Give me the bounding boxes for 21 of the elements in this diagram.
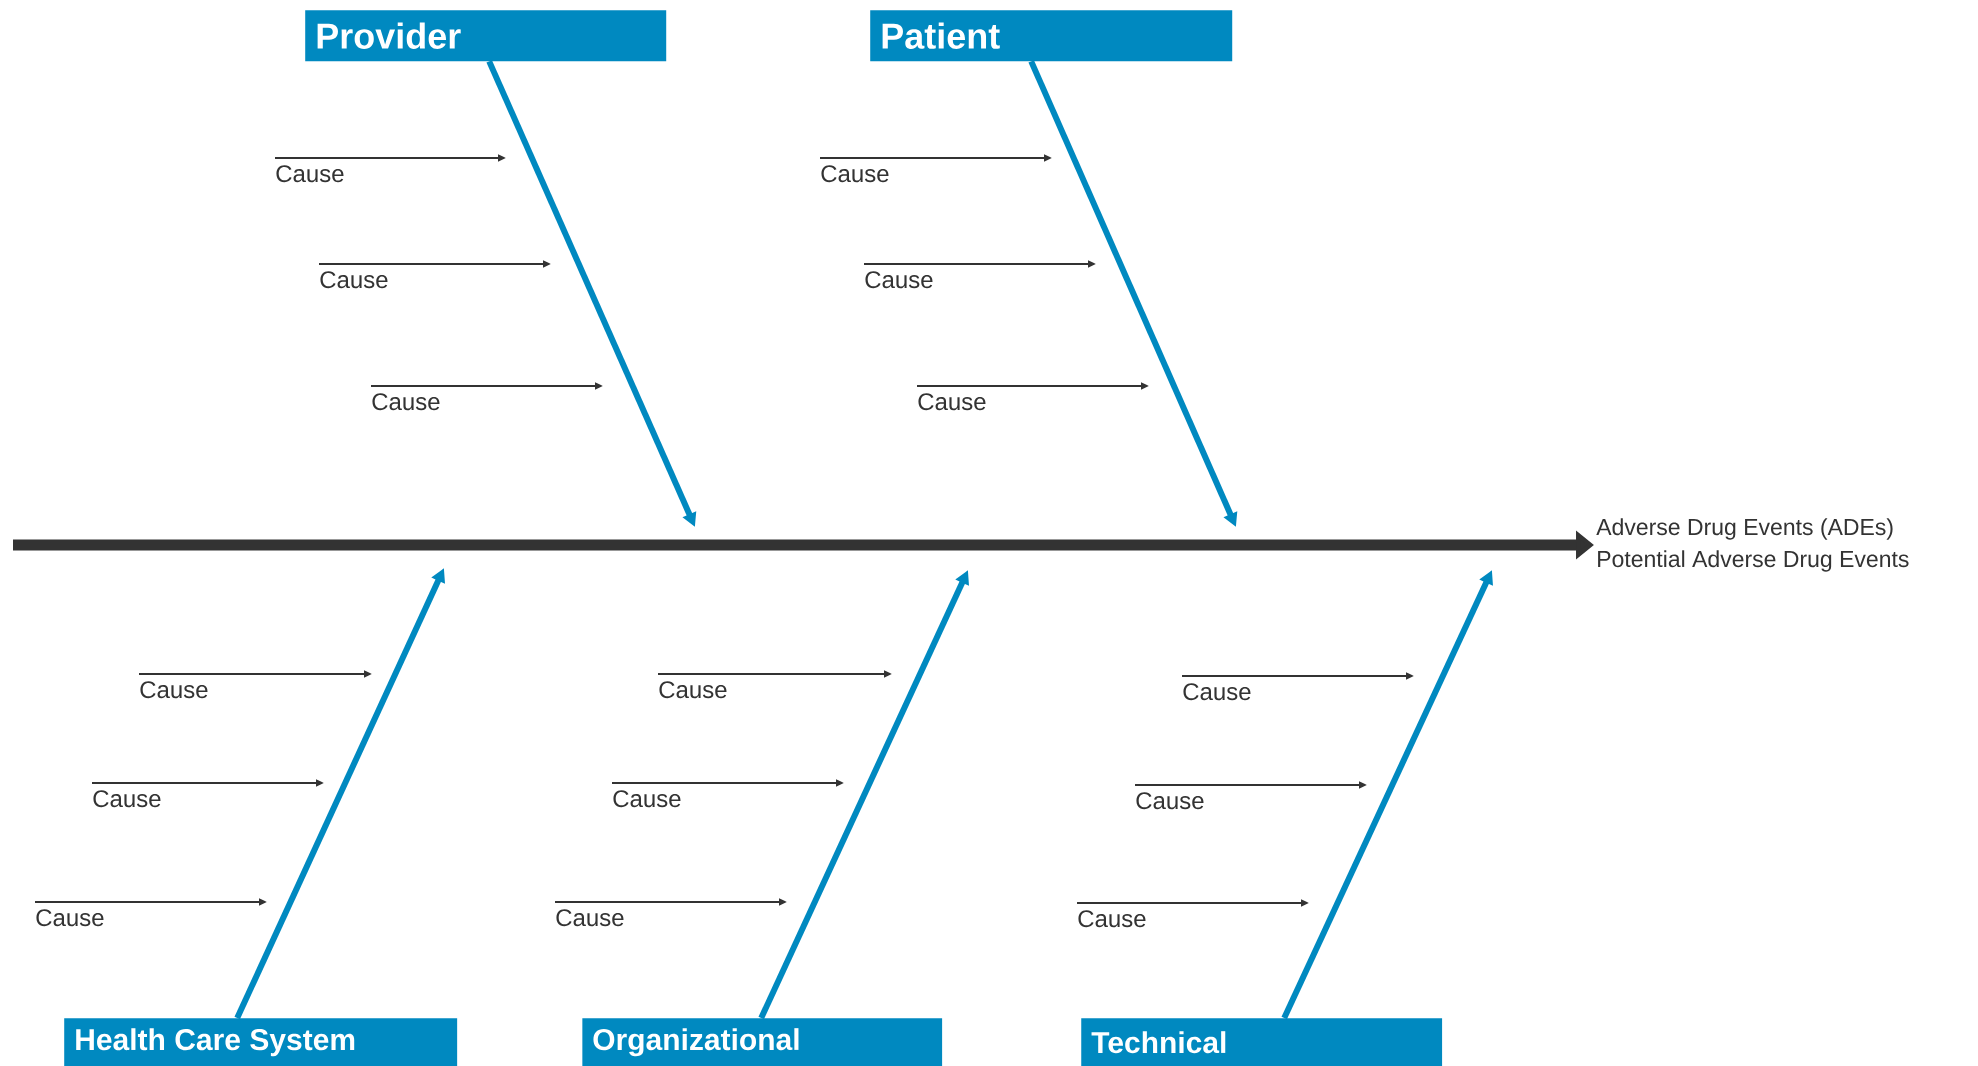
category-box: Provider (305, 10, 667, 62)
category-box: Health Care System (64, 1018, 458, 1066)
cause-label: Cause (140, 681, 208, 699)
cause-label: Cause (613, 790, 681, 808)
cause-label: Cause (276, 165, 344, 183)
category-box: Technical (1081, 1018, 1443, 1066)
cause-label: Cause (93, 790, 161, 808)
cause-label: Cause (36, 909, 104, 927)
cause-label: Cause (556, 909, 624, 927)
effect-label: Adverse Drug Events (ADEs) Potential Adverse Drug Events (1596, 518, 1909, 572)
cause-label: Cause (918, 393, 986, 411)
cause-label: Cause (372, 393, 440, 411)
cause-label: Cause (659, 681, 727, 699)
cause-label: Cause (1078, 910, 1146, 928)
cause-label: Cause (320, 271, 388, 289)
cause-label: Cause (1136, 792, 1204, 810)
category-box: Organizational (582, 1018, 943, 1066)
cause-label: Cause (865, 271, 933, 289)
cause-label: Cause (821, 165, 889, 183)
cause-label: Cause (1183, 683, 1251, 701)
category-box: Patient (870, 10, 1233, 62)
